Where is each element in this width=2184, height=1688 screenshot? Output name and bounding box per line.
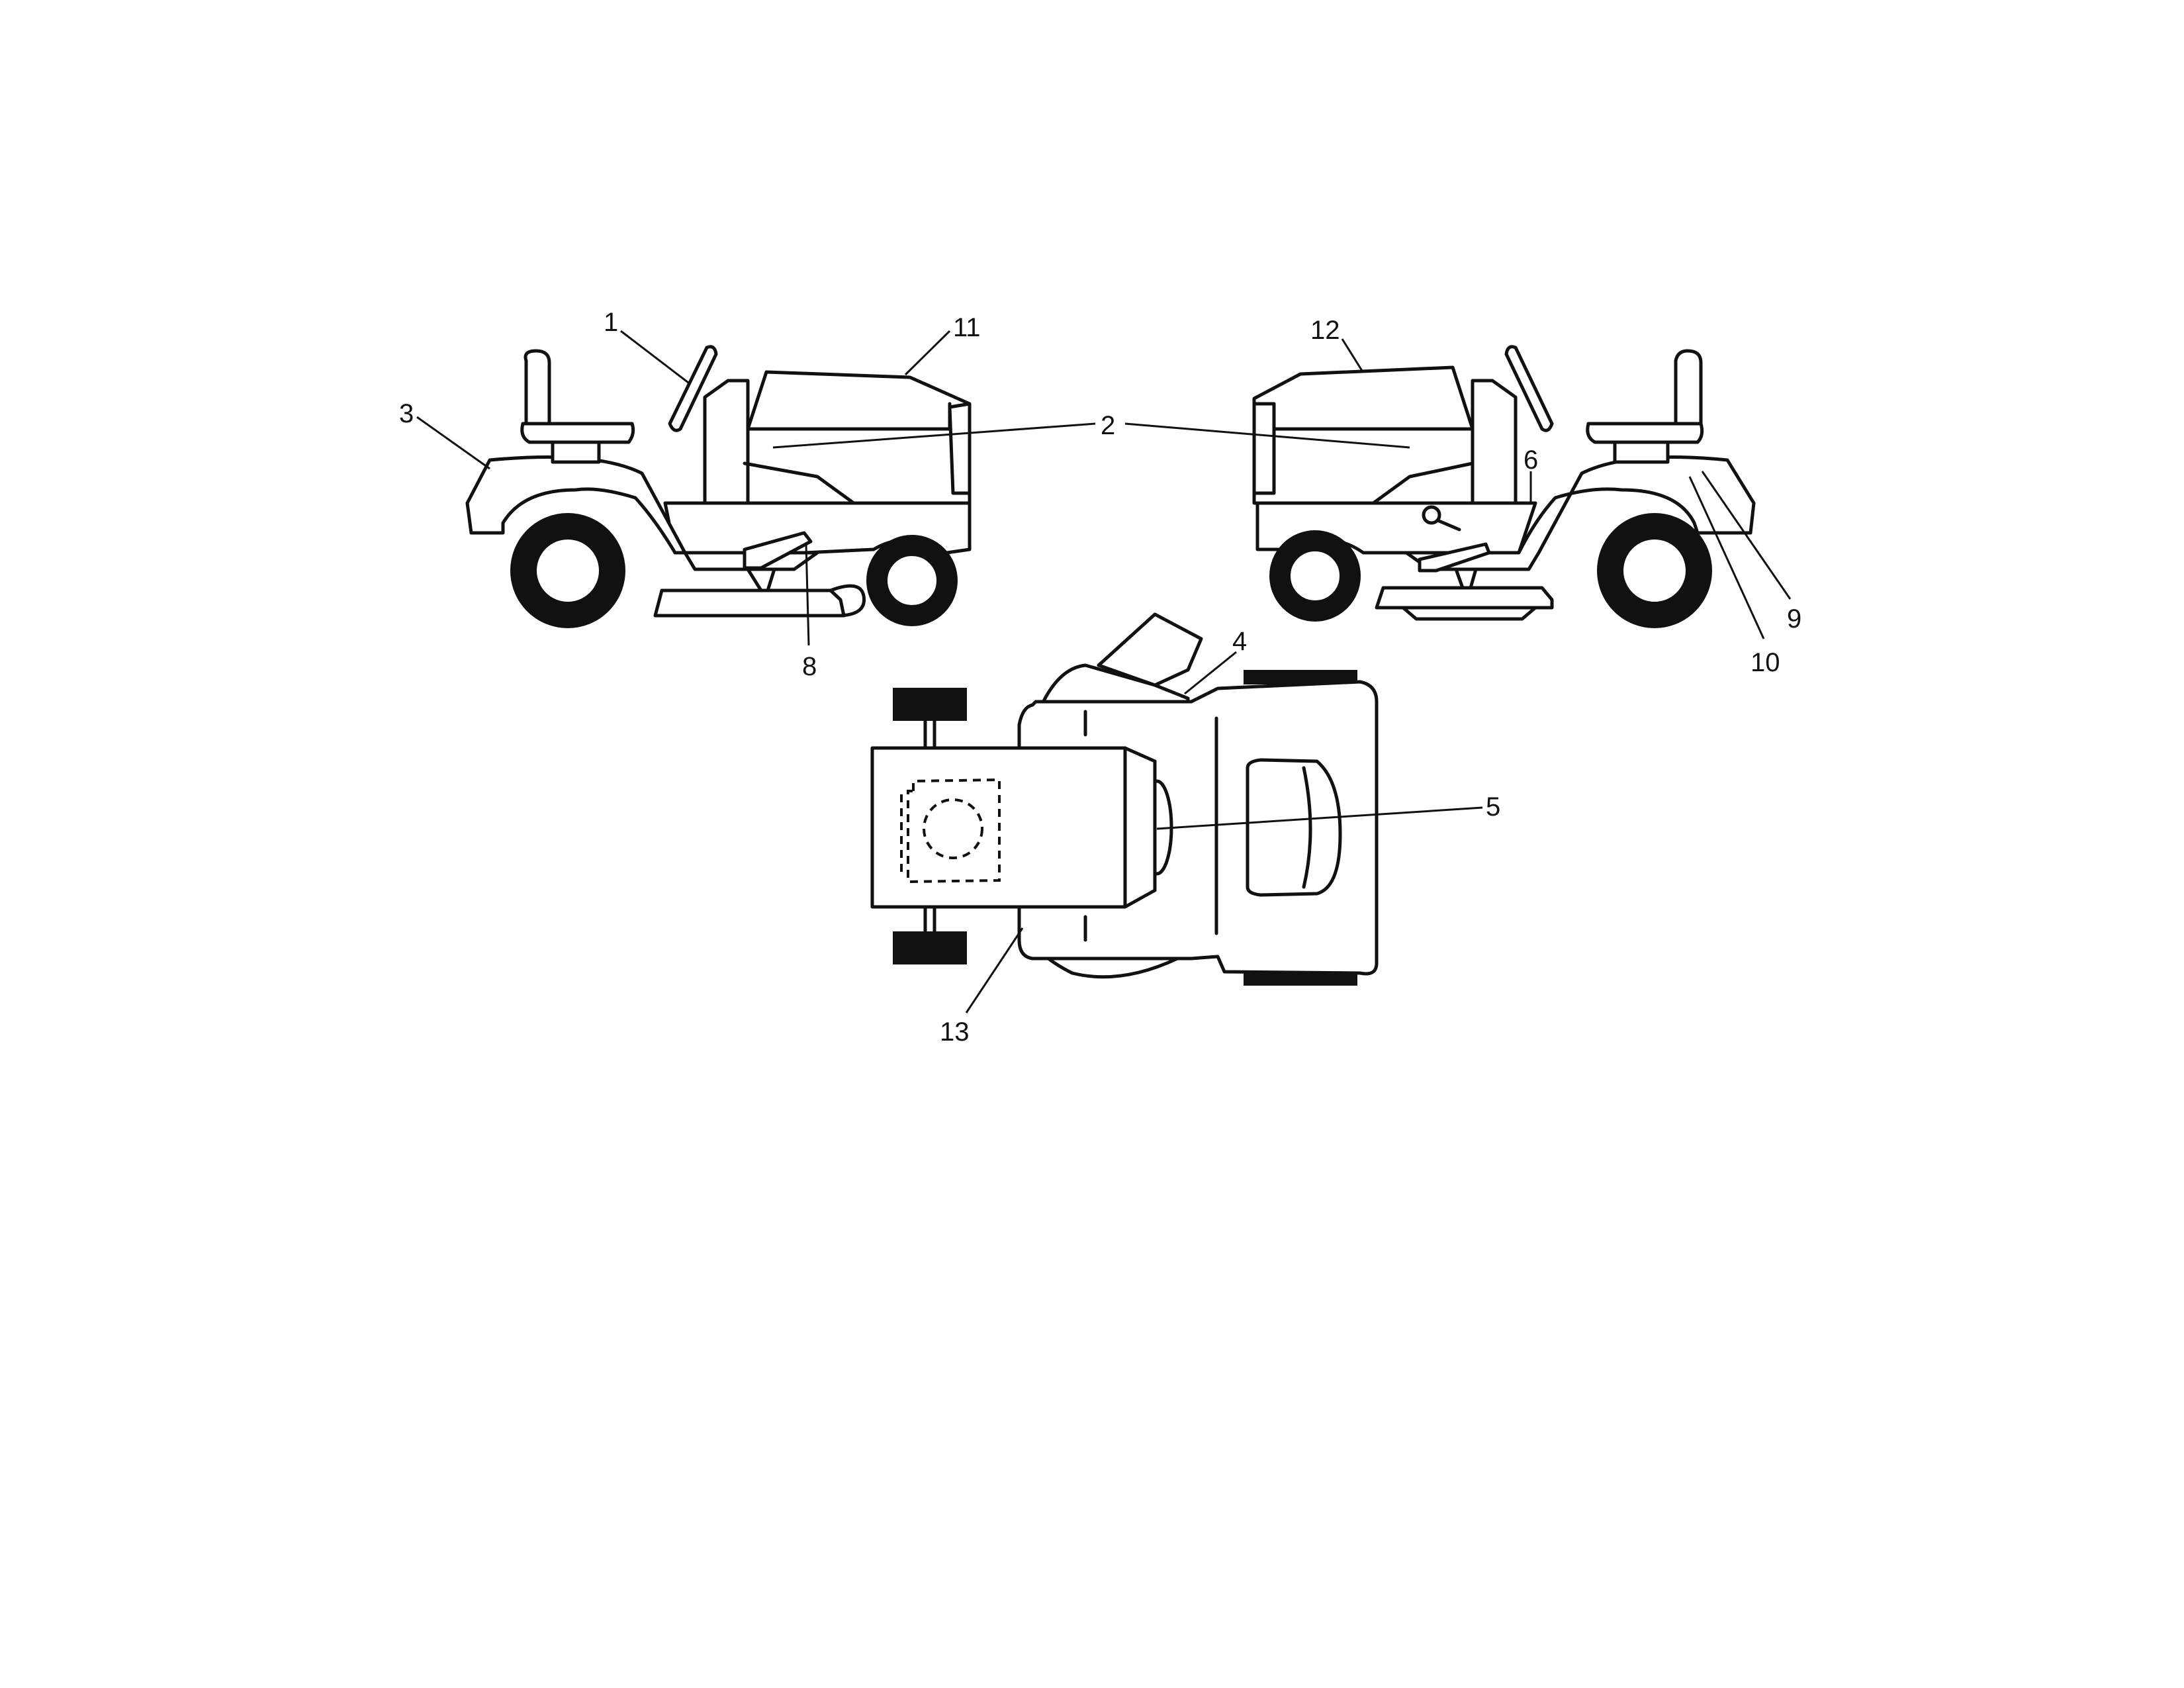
hood-left xyxy=(746,370,972,505)
callout-12: 12 xyxy=(1310,316,1340,345)
callout-4: 4 xyxy=(1232,627,1247,656)
deck-underside-right xyxy=(1401,606,1537,621)
callout-numbers: 1 11 3 2 12 6 9 10 8 4 5 13 xyxy=(399,308,1801,1047)
leader-12 xyxy=(1341,338,1363,371)
callout-2: 2 xyxy=(1101,411,1115,440)
callout-6: 6 xyxy=(1524,445,1538,475)
leader-8 xyxy=(805,543,810,646)
throttle-lever-right xyxy=(1435,518,1461,532)
deck-lift-bracket-left xyxy=(746,567,776,592)
tractor-right-side-view xyxy=(1252,345,1756,628)
leader-1 xyxy=(620,330,689,384)
callout-5: 5 xyxy=(1486,792,1500,821)
dash-tower-right xyxy=(1471,379,1518,505)
throttle-knob-right xyxy=(1422,505,1441,525)
deck-lift-bracket-right xyxy=(1454,567,1478,590)
steering-wheel-right xyxy=(1504,345,1554,432)
leader-4 xyxy=(1184,651,1237,695)
mower-deck-left xyxy=(653,588,846,618)
seat-cushion-right xyxy=(1586,422,1704,444)
rear-hub-right xyxy=(1622,538,1687,603)
front-axle-top-left xyxy=(923,905,936,934)
steering-wheel-left xyxy=(668,345,718,432)
leader-5 xyxy=(1156,806,1483,830)
hood-right xyxy=(1252,365,1475,505)
leader-11 xyxy=(904,330,951,376)
front-axle-top-right xyxy=(923,718,936,750)
callout-13: 13 xyxy=(940,1017,970,1047)
hood-taper-top xyxy=(1123,746,1157,909)
front-tire-top-right xyxy=(893,688,967,721)
leader-2a xyxy=(772,422,1096,449)
leader-13 xyxy=(965,927,1024,1013)
leader-3 xyxy=(416,416,490,470)
seat-back-left xyxy=(523,349,551,426)
callout-9: 9 xyxy=(1787,604,1801,633)
grille-left xyxy=(948,402,972,495)
leader-lines xyxy=(416,330,1792,1013)
seat-top xyxy=(1246,758,1342,897)
footrest-pedal-left xyxy=(743,531,813,570)
callout-1: 1 xyxy=(604,308,618,337)
footrest-pedal-right xyxy=(1418,542,1491,573)
dash-tower-left xyxy=(703,379,750,505)
seat-post-right xyxy=(1613,440,1670,464)
mower-deck-right xyxy=(1375,586,1554,610)
callout-8: 8 xyxy=(802,652,817,681)
engine-outline-top xyxy=(907,778,1001,884)
seat-back-top xyxy=(1302,766,1312,889)
hood-side-panel-left xyxy=(743,461,856,505)
leader-9 xyxy=(1701,471,1792,600)
callout-3: 3 xyxy=(399,399,414,428)
hood-side-panel-right xyxy=(1371,461,1475,505)
tractor-top-view xyxy=(870,612,1379,986)
grille-right xyxy=(1252,402,1276,495)
engine-flywheel-top xyxy=(923,798,983,859)
discharge-chute-left xyxy=(829,584,866,618)
seat-back-right xyxy=(1674,349,1703,426)
front-hub-left xyxy=(886,555,938,606)
leader-10 xyxy=(1688,476,1765,639)
tractor-left-side-view xyxy=(465,345,972,628)
seat-post-left xyxy=(551,440,601,464)
rear-hub-left xyxy=(535,538,600,603)
front-tire-top-left xyxy=(893,931,967,964)
callout-10: 10 xyxy=(1751,648,1780,677)
seat-cushion-left xyxy=(520,422,635,444)
leader-2b xyxy=(1124,422,1410,449)
front-hub-right xyxy=(1289,550,1341,602)
callout-11: 11 xyxy=(953,313,981,342)
